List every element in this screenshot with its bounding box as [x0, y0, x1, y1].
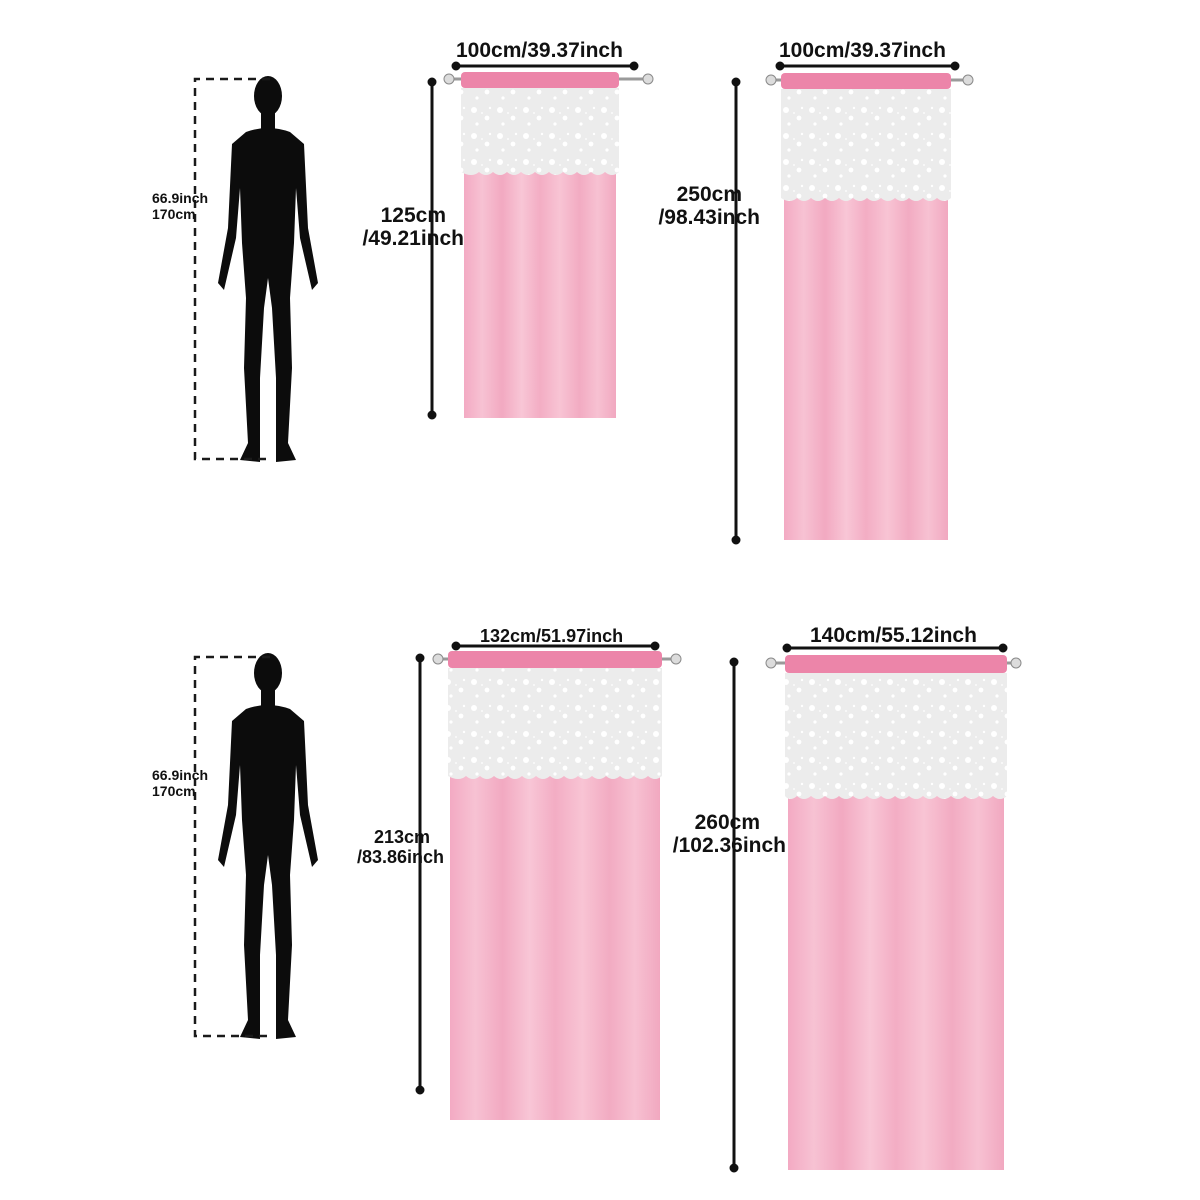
lace-valance	[448, 668, 662, 779]
curtain-2	[765, 73, 974, 540]
curtain-header	[448, 651, 662, 668]
height-dimension-line	[729, 657, 739, 1173]
curtain-4-height-cm: 260cm	[694, 811, 760, 834]
curtain-3	[432, 651, 682, 1120]
curtain-3-height-inch: /83.86inch	[356, 846, 444, 867]
person-silhouette	[218, 76, 318, 462]
curtain-panel	[450, 776, 660, 1120]
height-dimension-line	[415, 653, 425, 1095]
width-dimension-line	[782, 643, 1008, 653]
curtain-1-height-inch: /49.21inch	[362, 227, 464, 251]
curtain-3-height-label: 213cm /83.86inch	[346, 827, 444, 868]
person-height-cm: 170cm	[152, 206, 196, 223]
curtain-3-width-label: 132cm/51.97inch	[480, 626, 624, 646]
person-silhouette	[218, 653, 318, 1039]
person-height-cm: 170cm	[152, 783, 196, 800]
curtain-2-height-label: 250cm /98.43inch	[648, 183, 760, 229]
curtain-header	[785, 655, 1007, 673]
curtain-panel	[464, 172, 616, 418]
curtain-1-height-cm: 125cm	[380, 204, 446, 227]
curtain-2-height-cm: 250cm	[676, 183, 742, 206]
width-dimension-line	[451, 61, 639, 71]
curtain-1-height-label: 125cm /49.21inch	[352, 204, 464, 250]
curtain-panel	[784, 198, 948, 540]
curtain-4	[765, 655, 1022, 1170]
height-dimension-line	[427, 77, 437, 420]
curtain-header	[781, 73, 951, 89]
person-height-inch: 66.9inch	[152, 190, 209, 206]
curtain-1	[443, 72, 654, 418]
lace-valance	[785, 673, 1007, 799]
width-dimension-line	[451, 641, 660, 651]
lace-valance	[461, 88, 619, 175]
person-height-label: 66.9inch 170cm	[152, 190, 208, 222]
curtain-1-width-label: 100cm/39.37inch	[456, 39, 623, 62]
person-height-inch: 66.9inch	[152, 767, 209, 783]
curtain-3-height-cm: 213cm	[373, 827, 430, 847]
width-dimension-line	[775, 61, 960, 71]
person-height-guide	[193, 77, 270, 461]
curtain-panel	[788, 796, 1004, 1170]
curtain-4-height-label: 260cm /102.36inch	[664, 811, 786, 857]
curtain-header	[461, 72, 619, 88]
lace-valance	[781, 89, 951, 201]
curtain-2-height-inch: /98.43inch	[658, 206, 760, 230]
height-dimension-line	[731, 77, 741, 545]
curtain-4-width-label: 140cm/55.12inch	[810, 624, 977, 647]
person-height-guide	[193, 655, 270, 1038]
person-height-label: 66.9inch 170cm	[152, 767, 208, 799]
curtain-4-height-inch: /102.36inch	[672, 834, 786, 858]
curtain-2-width-label: 100cm/39.37inch	[779, 39, 946, 62]
